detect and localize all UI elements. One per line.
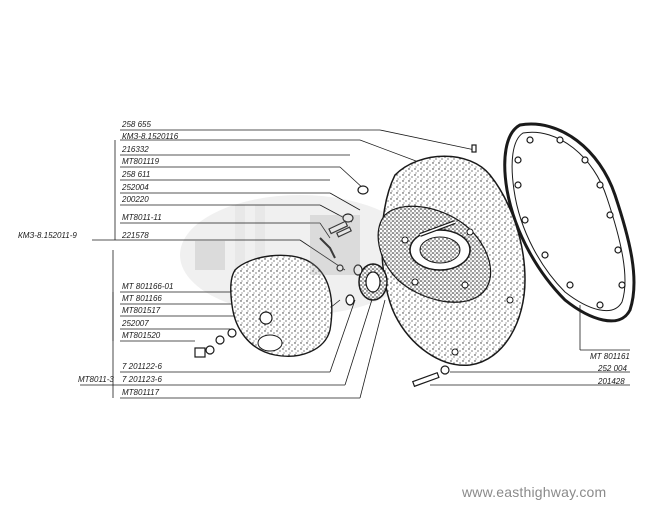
part-label-252007: 252007 — [122, 319, 149, 328]
small-inspection-cover — [230, 254, 333, 357]
gasket-bolt-holes — [514, 136, 626, 309]
part-label-7201122-6: 7 201122-6 — [122, 362, 162, 371]
part-label-mt8011-3: МТ8011-3 — [78, 375, 114, 384]
bolts-and-screws — [194, 144, 477, 388]
main-cover-housing — [377, 155, 526, 366]
part-label-201428: 201428 — [598, 377, 625, 386]
part-label-258655: 258 655 — [122, 120, 151, 129]
cover-gasket — [503, 122, 636, 323]
part-label-221578: 221578 — [122, 231, 149, 240]
part-label-kmz-8-1520116: КМЗ-8.1520116 — [122, 132, 179, 141]
small-washers — [205, 185, 450, 375]
part-label-200220: 200220 — [122, 195, 149, 204]
watermark-url: www.easthighway.com — [462, 484, 607, 500]
part-label-252004: 252004 — [122, 183, 149, 192]
part-label-252004-right: 252 004 — [598, 364, 627, 373]
part-label-216332: 216332 — [122, 145, 149, 154]
part-label-mt801166-01: МТ 801166-01 — [122, 282, 174, 291]
oil-seal-ring — [358, 263, 388, 301]
part-label-kmz-8-152011-9: КМЗ-8.152011-9 — [18, 231, 77, 240]
background-logo-glyphs — [195, 215, 360, 275]
part-label-mt801119: МТ801119 — [122, 157, 160, 166]
part-label-mt801161: МТ 801161 — [590, 352, 630, 361]
part-label-mt801520: МТ801520 — [122, 331, 161, 340]
part-label-mt801517: МТ801517 — [122, 306, 161, 315]
part-label-258611: 258 611 — [122, 170, 151, 179]
part-label-mt801166: МТ 801166 — [122, 294, 162, 303]
part-label-mt8011-11: МТ8011-11 — [122, 213, 162, 222]
part-label-7201123-6: 7 201123-6 — [122, 375, 162, 384]
part-label-mt801117: МТ801117 — [122, 388, 160, 397]
